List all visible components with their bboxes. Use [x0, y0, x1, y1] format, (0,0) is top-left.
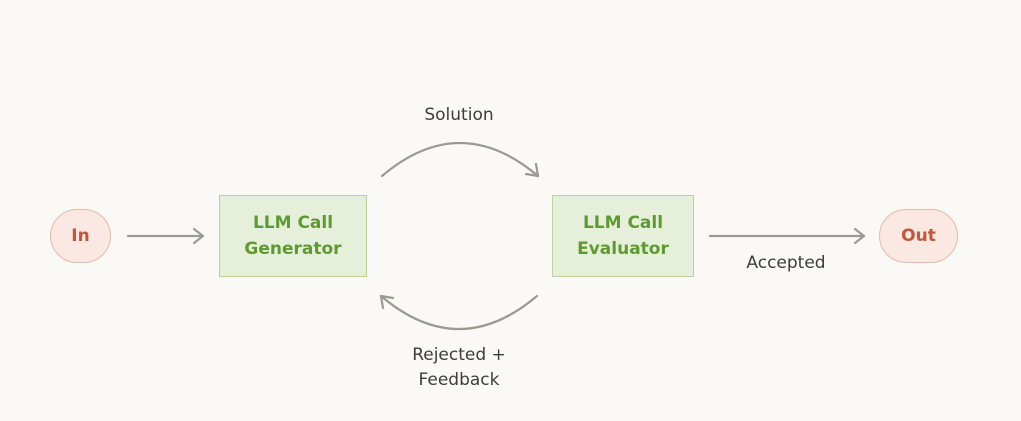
output-node: Out	[879, 209, 958, 263]
evaluator-node: LLM Call Evaluator	[552, 195, 694, 277]
arrow-accepted	[708, 227, 866, 245]
evaluator-node-line2: Evaluator	[577, 239, 669, 259]
output-node-label: Out	[901, 226, 936, 246]
feedback-label-line1: Rejected +	[412, 345, 506, 365]
arrow-in-to-generator	[126, 227, 205, 245]
arrow-solution	[380, 141, 540, 178]
generator-node-line2: Generator	[244, 239, 342, 259]
generator-node: LLM Call Generator	[219, 195, 367, 277]
accepted-label: Accepted	[746, 253, 826, 273]
input-node-label: In	[71, 226, 90, 246]
arrow-feedback	[379, 294, 539, 331]
feedback-label-line2: Feedback	[418, 370, 500, 390]
input-node: In	[50, 209, 111, 263]
evaluator-node-line1: LLM Call	[582, 213, 664, 233]
feedback-label: Rejected + Feedback	[389, 343, 529, 393]
solution-label: Solution	[424, 105, 494, 125]
generator-node-line1: LLM Call	[252, 213, 334, 233]
